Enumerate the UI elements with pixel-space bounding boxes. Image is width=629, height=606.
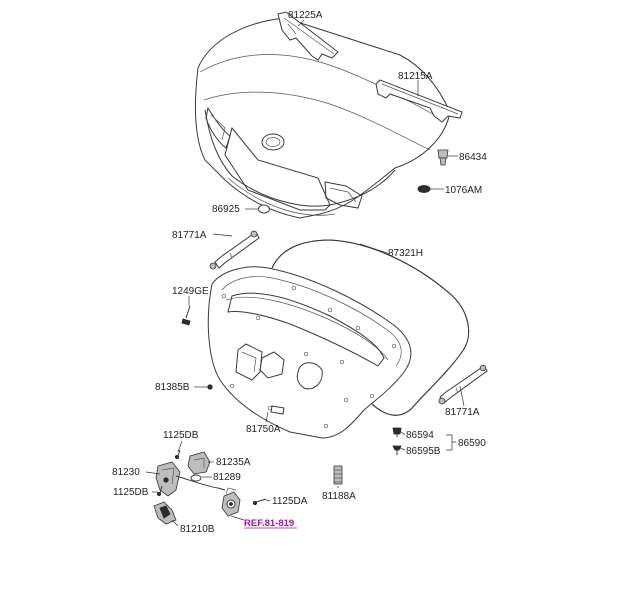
part-81210b-striker (153, 501, 177, 525)
label-86594[interactable]: 86594 (406, 430, 434, 441)
part-86595b-screw (392, 445, 402, 455)
label-81188a[interactable]: 81188A (322, 491, 356, 502)
part-81215a-strip (375, 79, 463, 123)
label-81215a[interactable]: 81215A (398, 71, 433, 82)
part-86434-stopper (437, 149, 449, 166)
label-1125da[interactable]: 1125DA (272, 496, 308, 507)
part-81771a-right-strut (438, 364, 488, 405)
part-87321h-weatherstrip (271, 239, 470, 416)
leader-86590-bracket (446, 434, 456, 451)
part-81750a-trim-panel (207, 266, 412, 439)
label-1076am[interactable]: 1076AM (445, 185, 482, 196)
ref-81-819-link[interactable]: REF.81-819 (244, 518, 294, 529)
part-1125da-bolt (252, 498, 267, 506)
label-1125db-mid[interactable]: 1125DB (113, 487, 149, 498)
label-81771a-left[interactable]: 81771A (172, 230, 207, 241)
part-81289-clip (190, 474, 202, 482)
trunk-lid-outer-panel (194, 17, 451, 219)
part-lock-cylinder (221, 487, 241, 517)
label-81771a-right[interactable]: 81771A (445, 407, 480, 418)
label-81385b[interactable]: 81385B (155, 382, 190, 393)
label-86590[interactable]: 86590 (458, 438, 486, 449)
label-81225a[interactable]: 81225A (288, 10, 323, 21)
leader-lines (145, 19, 465, 527)
part-labels: 81225A 81215A 86434 1076AM 86925 81771A … (112, 10, 487, 535)
part-1076am-grommet (417, 185, 431, 193)
label-1125db-top[interactable]: 1125DB (163, 430, 199, 441)
label-86595b[interactable]: 86595B (406, 446, 441, 457)
part-1249ge-bolt (181, 305, 191, 326)
label-1249ge[interactable]: 1249GE (172, 286, 209, 297)
label-86925[interactable]: 86925 (212, 204, 240, 215)
label-86434[interactable]: 86434 (459, 152, 487, 163)
part-81225a-bracket (277, 11, 339, 61)
part-1125db-top-bolt (174, 449, 181, 459)
label-81230[interactable]: 81230 (112, 467, 140, 478)
part-1125db-mid-bolt (156, 485, 163, 496)
part-81235a-actuator (187, 451, 211, 475)
part-81771a-left-strut (209, 230, 260, 270)
part-81385b-clip (207, 384, 213, 390)
label-81289[interactable]: 81289 (213, 472, 241, 483)
part-86925-plug (258, 204, 270, 214)
label-81235a[interactable]: 81235A (216, 457, 251, 468)
part-86594-stopper (392, 427, 402, 437)
label-81750a[interactable]: 81750A (246, 424, 281, 435)
part-81188a-spring (333, 465, 343, 485)
label-81210b[interactable]: 81210B (180, 524, 215, 535)
label-87321h[interactable]: 87321H (388, 248, 423, 259)
